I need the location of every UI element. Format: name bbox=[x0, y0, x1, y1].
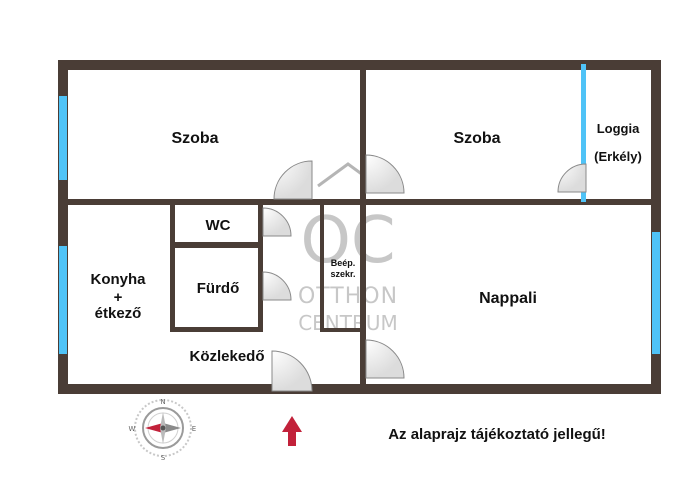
arrow-up-icon bbox=[282, 416, 302, 446]
window-left-bottom bbox=[59, 246, 67, 354]
room-label-szoba-left: Szoba bbox=[171, 130, 218, 147]
compass-w: W bbox=[129, 425, 136, 433]
room-label-etkezo: étkező bbox=[95, 305, 142, 322]
room-label-konyha-plus: + bbox=[114, 289, 123, 306]
door-entrance bbox=[271, 350, 313, 392]
compass-e: E bbox=[192, 425, 196, 433]
room-label-wc: WC bbox=[206, 217, 231, 234]
door-szoba-right bbox=[365, 154, 405, 194]
compass-n: N bbox=[160, 398, 165, 406]
window-loggia bbox=[581, 64, 586, 202]
door-wc bbox=[262, 207, 292, 237]
disclaimer-text: Az alaprajz tájékoztató jellegű! bbox=[388, 426, 606, 443]
room-label-loggia-sub: (Erkély) bbox=[594, 149, 642, 164]
windows bbox=[59, 64, 660, 354]
room-label-konyha: Konyha bbox=[90, 271, 146, 288]
room-label-szoba-right: Szoba bbox=[453, 130, 500, 147]
walls bbox=[58, 60, 661, 394]
doors bbox=[262, 154, 587, 392]
room-label-nappali: Nappali bbox=[479, 290, 537, 307]
room-label-furdo: Fürdő bbox=[197, 280, 240, 297]
room-label-loggia: Loggia bbox=[597, 121, 640, 136]
window-right bbox=[652, 232, 660, 354]
door-loggia bbox=[557, 163, 587, 193]
room-label-szekr: szekr. bbox=[330, 269, 355, 279]
compass-s: S bbox=[161, 454, 166, 462]
watermark-logo: OC bbox=[300, 204, 395, 278]
otthon-centrum-watermark: OC OTTHON CENTRUM bbox=[298, 162, 398, 335]
door-furdo bbox=[262, 271, 292, 301]
window-left-top bbox=[59, 96, 67, 180]
room-label-kozlekedo: Közlekedő bbox=[189, 348, 264, 365]
watermark-line1: OTTHON bbox=[298, 284, 398, 309]
door-szoba-left bbox=[273, 160, 313, 200]
door-nappali bbox=[365, 339, 405, 379]
compass-icon: N E S W bbox=[129, 398, 197, 462]
room-label-beep: Beép. bbox=[331, 258, 356, 268]
